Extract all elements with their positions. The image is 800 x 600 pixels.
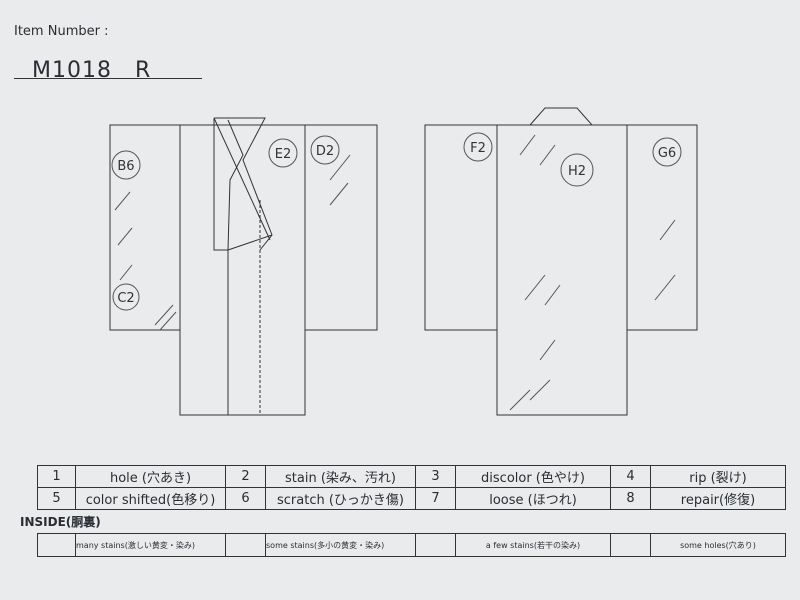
mark-front-0: B6 <box>117 159 134 174</box>
code: 2 <box>225 465 266 488</box>
inside-table: many stains(激しい黄変・染み) some stains(多小の黄変・… <box>37 533 786 557</box>
code: 3 <box>415 465 456 488</box>
back-body <box>496 124 628 416</box>
kimono-diagram: B6 C2 E2 D2 F2 H2 G6 <box>109 107 698 416</box>
back-view <box>424 107 698 416</box>
label: hole (穴あき) <box>75 465 226 488</box>
front-right-sleeve <box>304 124 378 331</box>
mark-front-1: C2 <box>117 291 134 306</box>
code: 8 <box>610 487 651 510</box>
label: many stains(激しい黄変・染み) <box>75 533 226 557</box>
label: some stains(多小の黄変・染み) <box>265 533 416 557</box>
back-collar <box>528 107 594 126</box>
divider <box>14 78 202 79</box>
label: stain (染み、汚れ) <box>265 465 416 488</box>
table-row: many stains(激しい黄変・染み) some stains(多小の黄変・… <box>37 533 786 557</box>
label: discolor (色やけ) <box>455 465 611 488</box>
hand-marks <box>111 132 682 411</box>
label: color shifted(色移り) <box>75 487 226 510</box>
back-right-sleeve <box>626 124 698 331</box>
check-cell <box>610 533 651 557</box>
check-cell <box>415 533 456 557</box>
mark-back-2: G6 <box>658 146 676 161</box>
code: 7 <box>415 487 456 510</box>
code: 5 <box>37 487 76 510</box>
front-collar-right <box>214 117 273 251</box>
mark-front-2: E2 <box>275 147 292 162</box>
check-cell <box>225 533 266 557</box>
code: 4 <box>610 465 651 488</box>
check-cell <box>37 533 76 557</box>
label: some holes(穴あり) <box>650 533 786 557</box>
back-left-sleeve <box>424 124 498 331</box>
mark-back-0: F2 <box>470 141 486 156</box>
mark-back-1: H2 <box>568 164 586 179</box>
label: repair(修復) <box>650 487 786 510</box>
code: 1 <box>37 465 76 488</box>
front-body <box>179 124 306 416</box>
code: 6 <box>225 487 266 510</box>
label: loose (ほつれ) <box>455 487 611 510</box>
label: rip (裂け) <box>650 465 786 488</box>
front-collar-left <box>213 118 229 415</box>
mark-front-3: D2 <box>316 144 334 159</box>
front-view <box>109 117 378 416</box>
label: a few stains(若干の染み) <box>455 533 611 557</box>
item-number-label: Item Number : <box>14 24 109 39</box>
inside-title: INSIDE(胴裏) <box>20 515 101 529</box>
label: scratch (ひっかき傷) <box>265 487 416 510</box>
